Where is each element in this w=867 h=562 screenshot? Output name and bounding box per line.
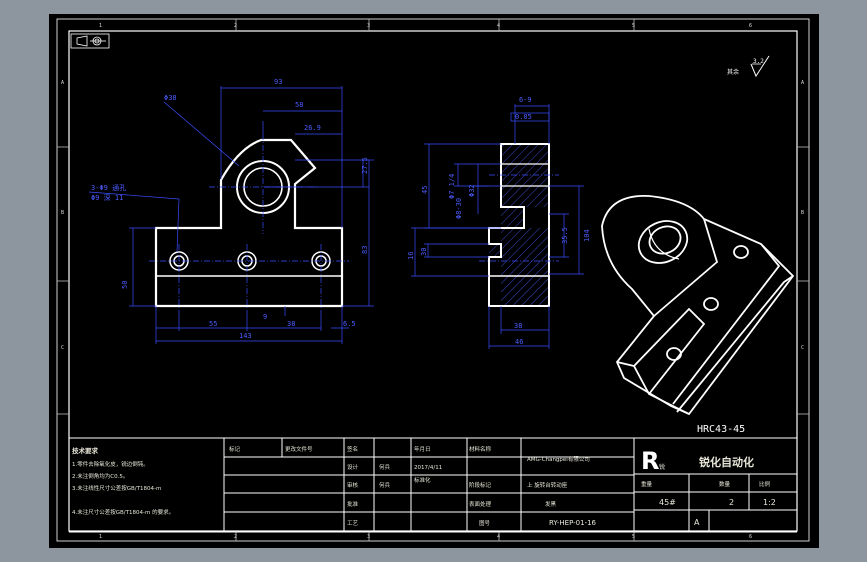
- dim-phi38: Φ38: [164, 94, 177, 102]
- side-dim-30: 30: [420, 248, 428, 256]
- side-dim-38: 38: [514, 322, 522, 330]
- design-date: 2017/4/11: [414, 465, 442, 471]
- front-view: 93 58 26.9 27.5 83 Φ38 50 55 38 6.5 143 …: [88, 78, 374, 344]
- check-label: 审核: [347, 481, 359, 489]
- col-label: 6: [749, 534, 752, 540]
- treatment: 发黑: [545, 500, 557, 508]
- tech-req-title: 技术要求: [72, 446, 99, 455]
- side-dim-46: 46: [515, 338, 523, 346]
- side-dim-phi8: Φ8-30: [455, 198, 463, 219]
- qty: 2: [729, 498, 734, 507]
- col-label: 6: [749, 23, 752, 29]
- col-label: 2: [234, 534, 237, 540]
- zone-ticks: [57, 19, 809, 541]
- scale: 1:2: [763, 498, 776, 507]
- design-label: 设计: [347, 463, 359, 471]
- treatment-label: 表面处理: [469, 500, 492, 508]
- part-name: 上 旋转台转动座: [527, 481, 568, 489]
- roughness-symbol: 其余 3.2: [727, 55, 770, 78]
- side-dim-6-9: 6-9: [519, 96, 532, 104]
- row-label: A: [61, 80, 64, 86]
- col-label: 3: [367, 23, 370, 29]
- tech-req-item: 1.零件去除氧化皮，锐边倒钝。: [72, 460, 149, 468]
- col-label: 2: [234, 23, 237, 29]
- approve-label: 批准: [347, 500, 359, 508]
- side-dim-tolerance: 0.05: [515, 113, 532, 121]
- header-sign: 签名: [347, 445, 358, 453]
- front-view-dimensions: 93 58 26.9 27.5 83 Φ38 50 55 38 6.5 143 …: [91, 78, 369, 340]
- tech-req-item: 3.未注线性尺寸公差按GB/T1804-m: [72, 484, 161, 492]
- projection-symbol: [70, 33, 110, 49]
- side-dim-104: 104: [583, 229, 591, 242]
- col-label: 3: [367, 534, 370, 540]
- side-dim-45: 45: [421, 186, 429, 194]
- side-dim-phi32: Φ32: [468, 184, 476, 197]
- col-label: 4: [497, 23, 500, 29]
- outer-frame: [56, 18, 810, 542]
- title-block: 技术要求 1.零件去除氧化皮，锐边倒钝。 2.未注倒角均为C0.5。 3.未注线…: [69, 437, 797, 533]
- tech-req-item: 4.未注尺寸公差按GB/T1804-m 的要求。: [72, 508, 174, 516]
- dim-27-5: 27.5: [361, 157, 369, 174]
- roughness-value: 3.2: [753, 58, 764, 65]
- dim-50: 50: [121, 281, 129, 289]
- inner-frame: [68, 30, 798, 532]
- header-change: 更改文件号: [285, 445, 313, 453]
- dim-55: 55: [209, 320, 217, 328]
- dim-38: 38: [287, 320, 295, 328]
- hole-note-1: 3-Φ9 通孔: [91, 183, 126, 192]
- logo-small: 锐: [659, 463, 665, 471]
- col-label: 5: [632, 534, 635, 540]
- tech-requirements: 技术要求 1.零件去除氧化皮，锐边倒钝。 2.未注倒角均为C0.5。 3.未注线…: [72, 446, 174, 516]
- drawing-sheet: 1 2 3 4 5 6 1 2 3 4 5 6 A B C A B C 其余 3…: [49, 14, 819, 548]
- col-label: 1: [99, 23, 102, 29]
- side-dim-16: 16: [407, 252, 415, 260]
- dim-9: 9: [263, 313, 267, 321]
- logo-letter: R: [641, 447, 659, 475]
- col-label: 4: [497, 534, 500, 540]
- scale-label: 比例: [759, 480, 771, 488]
- weight-label: 重量: [641, 480, 653, 488]
- drawing-no: RY-HEP-01-16: [549, 519, 597, 527]
- dim-6-5: 6.5: [343, 320, 356, 328]
- title-block-text: 标记 更改文件号 签名 年月日 设计 何兵 2017/4/11 标准化 审核 何…: [229, 445, 776, 527]
- row-label: B: [61, 210, 64, 216]
- col-label: 5: [632, 23, 635, 29]
- checker: 何兵: [379, 481, 391, 489]
- side-dim-35-5: 35.5: [561, 227, 569, 244]
- revision: A: [694, 518, 700, 527]
- roughness-label: 其余: [727, 68, 739, 76]
- dim-93: 93: [274, 78, 282, 86]
- company: AMG-Changpei有限公司: [527, 455, 590, 463]
- dim-58: 58: [295, 101, 303, 109]
- side-view-dimensions: 6-9 0.05 45 Φ7 1/4 Φ32 Φ8-30 35.5 104 16…: [407, 96, 591, 346]
- row-label: A: [801, 80, 804, 86]
- tech-req-item: 2.未注倒角均为C0.5。: [72, 472, 128, 480]
- designer: 何兵: [379, 463, 391, 471]
- col-label: 1: [99, 534, 102, 540]
- stage-label: 阶段标记: [469, 481, 492, 489]
- hardness-note: HRC43-45: [697, 424, 745, 435]
- std-label: 标准化: [414, 476, 431, 484]
- material: 45#: [659, 498, 676, 507]
- row-label: B: [801, 210, 804, 216]
- drawing-no-label: 图号: [479, 519, 491, 527]
- row-label: C: [61, 345, 64, 351]
- side-dim-phi7: Φ7 1/4: [448, 174, 456, 199]
- side-view: 6-9 0.05 45 Φ7 1/4 Φ32 Φ8-30 35.5 104 16…: [407, 96, 591, 349]
- brand-name: 锐化自动化: [699, 455, 754, 469]
- hole-note-2: Φ9 深 11: [91, 193, 123, 202]
- qty-label: 数量: [719, 480, 731, 488]
- header-date: 年月日: [414, 445, 431, 453]
- dim-83: 83: [361, 246, 369, 254]
- process-label: 工艺: [347, 520, 359, 527]
- material-label: 材料名称: [469, 445, 492, 453]
- row-label: C: [801, 345, 804, 351]
- header-mark: 标记: [229, 445, 241, 453]
- dim-26-9: 26.9: [304, 124, 321, 132]
- dim-143: 143: [239, 332, 252, 340]
- company-logo: R 锐 锐化自动化: [641, 447, 754, 475]
- isometric-view: [601, 195, 795, 416]
